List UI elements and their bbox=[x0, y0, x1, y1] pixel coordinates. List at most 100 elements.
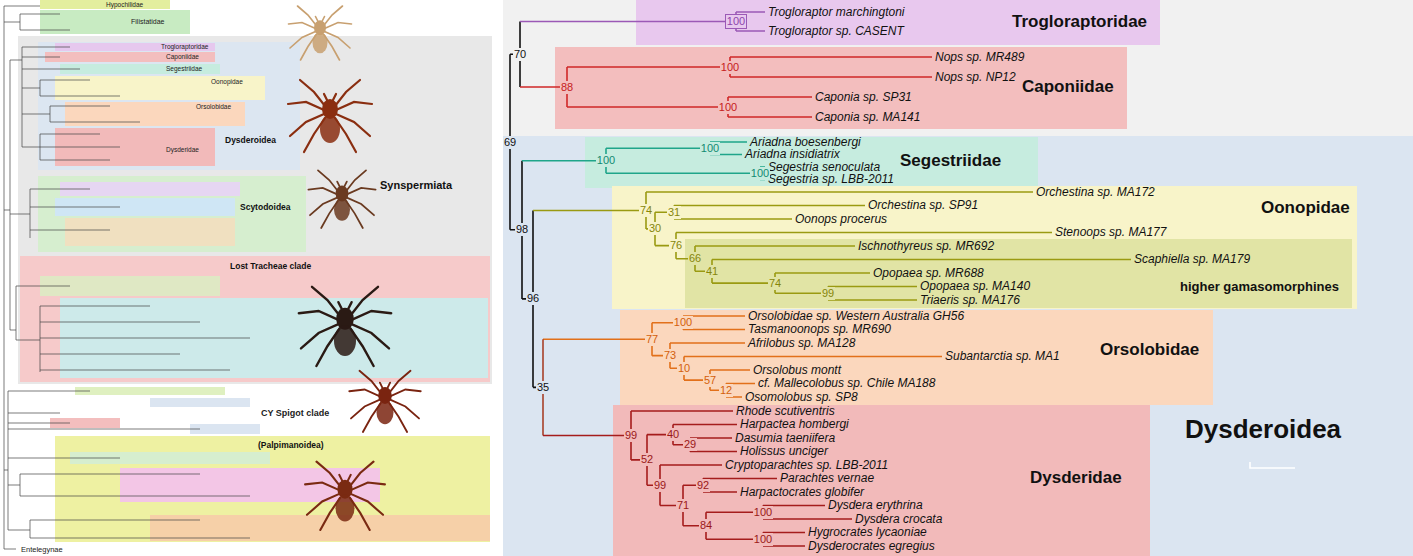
taxon-name: Holissus unciger bbox=[740, 444, 828, 458]
clade-region: SynspermiataDysderoideaScytodoideaLost T… bbox=[18, 36, 492, 384]
support-value: 100 bbox=[673, 316, 693, 329]
support-value: 71 bbox=[676, 499, 690, 512]
support-value: 100 bbox=[725, 14, 747, 29]
clade-name: Caponiidae bbox=[1022, 77, 1114, 97]
tree-branch bbox=[510, 22, 543, 388]
tree-branch bbox=[543, 411, 852, 546]
taxon-name: Trogloraptor marchingtoni bbox=[768, 5, 905, 19]
overview-tree bbox=[4, 6, 250, 549]
family-name: Trogloraptoridae bbox=[160, 43, 209, 51]
support-value: 100 bbox=[753, 533, 773, 546]
family-band bbox=[50, 418, 120, 428]
taxon-name: Oonops procerus bbox=[795, 212, 887, 226]
support-value: 99 bbox=[624, 429, 638, 442]
family-band: DysderidaeRhode scutiventrisHarpactea ho… bbox=[613, 405, 1150, 556]
family-band bbox=[40, 276, 220, 296]
family-band: OrsolobidaeOrsolobidae sp. Western Austr… bbox=[620, 310, 1213, 405]
support-value: 98 bbox=[515, 223, 529, 236]
spider-photo bbox=[349, 371, 420, 432]
support-value: 10 bbox=[677, 362, 691, 375]
panel-ground bbox=[503, 0, 1413, 136]
support-value: 100 bbox=[720, 61, 740, 74]
support-value: 41 bbox=[705, 265, 719, 278]
support-value: 100 bbox=[718, 101, 738, 114]
taxon-name: Caponia sp. MA141 bbox=[815, 110, 920, 124]
family-band bbox=[60, 182, 240, 196]
taxon-name: Ariadna boesenbergi bbox=[750, 135, 861, 149]
support-value: 35 bbox=[536, 381, 550, 394]
clade-name: higher gamasomorphines bbox=[1180, 279, 1339, 295]
support-value: 77 bbox=[645, 333, 659, 346]
taxon-name: Afrilobus sp. MA128 bbox=[748, 336, 855, 350]
tree-branch bbox=[520, 12, 765, 31]
taxon-name: cf. Mallecolobus sp. Chile MA188 bbox=[758, 376, 935, 390]
clade-name: Oonopidae bbox=[1261, 198, 1350, 218]
family-band bbox=[65, 102, 245, 126]
spider-photo bbox=[308, 170, 375, 228]
taxon-name: Nops sp. NP12 bbox=[935, 70, 1016, 84]
clade-name: CY Spigot clade bbox=[260, 408, 330, 418]
support-value: 29 bbox=[683, 438, 697, 451]
family-band bbox=[40, 10, 190, 34]
support-value: 100 bbox=[596, 154, 616, 167]
taxon-name: Harpactocrates globifer bbox=[740, 485, 864, 499]
support-value: 100 bbox=[753, 506, 773, 519]
clade-name: Segestriidae bbox=[900, 151, 1001, 171]
clade-region: Scytodoidea bbox=[38, 176, 306, 252]
clade-name: Dysderoidea bbox=[225, 135, 276, 145]
clade-name: Dysderidae bbox=[1030, 468, 1122, 488]
support-value: 52 bbox=[640, 453, 654, 466]
taxon-name: Osomolobus sp. SP8 bbox=[745, 390, 858, 404]
taxon-name: Opopaea sp. MR688 bbox=[873, 266, 984, 280]
clade-name: (Palpimanoidea) bbox=[258, 440, 324, 450]
family-band: Oonopidae Orchestina sp. MA172Orchestina … bbox=[612, 186, 1357, 309]
clade-name: Orsolobidae bbox=[1100, 340, 1199, 360]
taxon-name: Orchestina sp. SP91 bbox=[868, 198, 978, 212]
family-name: Hypochilidae bbox=[105, 1, 144, 9]
taxon-name: Ischnothyreus sp. MR692 bbox=[858, 239, 994, 253]
tree-branch bbox=[520, 57, 932, 117]
support-value: 99 bbox=[653, 479, 667, 492]
taxon-name: Segestria senoculata bbox=[768, 160, 880, 174]
taxon-name: Harpactea hombergi bbox=[740, 417, 849, 431]
clade-name: Scytodoidea bbox=[240, 202, 291, 212]
taxon-name: Orsolobus montt bbox=[753, 363, 841, 377]
family-band bbox=[45, 52, 215, 62]
spider-photo bbox=[288, 80, 372, 152]
support-value: 30 bbox=[648, 222, 662, 235]
clade-name: Entelegynae bbox=[20, 545, 64, 554]
taxon-name: Subantarctia sp. MA1 bbox=[945, 349, 1060, 363]
family-band bbox=[150, 515, 490, 541]
taxon-name: Trogloraptor sp. CASENT bbox=[768, 24, 904, 38]
support-value: 88 bbox=[560, 81, 574, 94]
family-band bbox=[55, 43, 215, 51]
taxon-name: Orchestina sp. MA172 bbox=[1036, 185, 1155, 199]
family-name: Dysderidae bbox=[165, 146, 200, 154]
support-value: 40 bbox=[666, 428, 680, 441]
tree-branch bbox=[533, 192, 1131, 300]
support-value: 12 bbox=[719, 384, 733, 397]
family-band: TrogloraptoridaeTrogloraptor marchington… bbox=[636, 0, 1160, 45]
family-band bbox=[150, 398, 250, 407]
support-value: 76 bbox=[669, 239, 683, 252]
support-value: 99 bbox=[821, 287, 835, 300]
family-name: Orsolobidae bbox=[195, 103, 232, 111]
taxon-name: Cryptoparachtes sp. LBB-2011 bbox=[725, 458, 888, 472]
taxon-name: Dysderocrates egregius bbox=[808, 539, 935, 553]
taxon-name: Dysdera erythrina bbox=[828, 498, 923, 512]
taxon-name: Scaphiella sp. MA179 bbox=[1134, 252, 1250, 266]
support-value: 69 bbox=[503, 136, 517, 149]
taxon-name: Caponia sp. SP31 bbox=[815, 90, 912, 104]
clade-region: Lost Tracheae clade bbox=[20, 256, 490, 382]
support-value: 57 bbox=[703, 374, 717, 387]
clade-name: Dysderoidea bbox=[1185, 414, 1341, 445]
family-band: CaponiidaeNops sp. MR489Nops sp. NP12Cap… bbox=[555, 47, 1127, 129]
support-value: 74 bbox=[768, 277, 782, 290]
taxon-name: Dasumia taeniifera bbox=[735, 431, 835, 445]
family-band bbox=[55, 76, 265, 100]
family-band bbox=[120, 468, 380, 502]
spider-photo bbox=[299, 287, 391, 366]
family-name: Filistatidae bbox=[130, 18, 165, 26]
taxon-name: Tasmanoonops sp. MR690 bbox=[748, 322, 891, 336]
support-value: 66 bbox=[688, 252, 702, 265]
